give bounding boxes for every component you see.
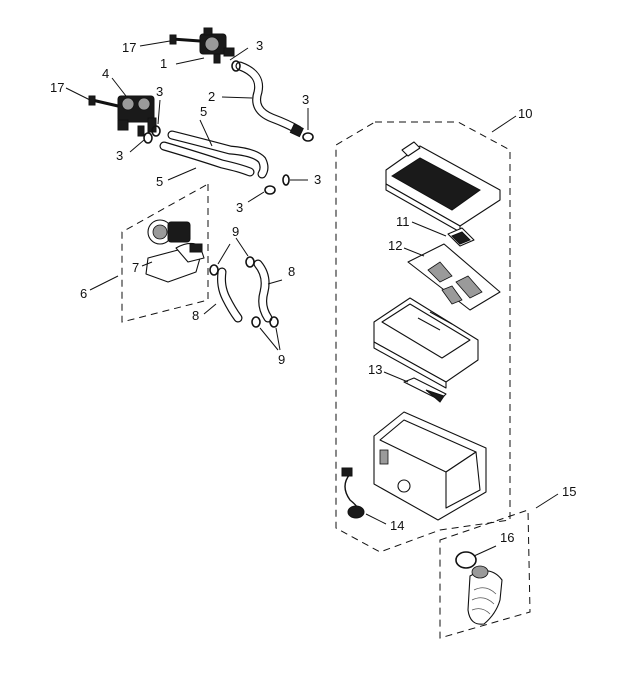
callout-12: 12 xyxy=(388,238,402,253)
siphon-cap-13[interactable] xyxy=(403,377,447,403)
callout-2: 2 xyxy=(208,89,215,104)
callout-9-a: 9 xyxy=(232,224,239,239)
callout-3-a: 3 xyxy=(256,38,263,53)
callout-5-b: 5 xyxy=(156,174,163,189)
callout-3-f: 3 xyxy=(236,200,243,215)
clamp-3f xyxy=(264,185,276,195)
callout-8-a: 8 xyxy=(288,264,295,279)
callout-7: 7 xyxy=(132,260,139,275)
callout-3-d: 3 xyxy=(116,148,123,163)
dispenser-lid-12[interactable] xyxy=(407,243,501,311)
callout-3-c: 3 xyxy=(156,84,163,99)
hose-8-left[interactable] xyxy=(217,267,243,323)
clamp-9b xyxy=(209,264,219,276)
screw-17-lower xyxy=(88,95,119,108)
clamp-9c xyxy=(251,316,261,328)
callout-13: 13 xyxy=(368,362,382,377)
callout-15: 15 xyxy=(562,484,576,499)
callout-1: 1 xyxy=(160,56,167,71)
callout-5-a: 5 xyxy=(200,104,207,119)
callout-3-e: 3 xyxy=(314,172,321,187)
group-outline-10 xyxy=(335,121,511,553)
leader-lines xyxy=(65,40,559,557)
dispenser-housing[interactable] xyxy=(373,411,487,521)
clamp-3b xyxy=(302,132,314,142)
callout-9-b: 9 xyxy=(278,352,285,367)
water-valve-4[interactable] xyxy=(117,95,157,137)
drain-hose-15[interactable] xyxy=(467,565,503,625)
group-outline-15 xyxy=(439,509,531,639)
dispenser-cover-10[interactable] xyxy=(385,141,501,233)
callout-17-upper: 17 xyxy=(122,40,136,55)
clamp-3e xyxy=(282,174,290,186)
hose-8-right[interactable] xyxy=(253,259,273,323)
callout-14: 14 xyxy=(390,518,404,533)
wire-harness-14[interactable] xyxy=(341,467,365,519)
clamp-9d xyxy=(269,316,279,328)
callout-3-b: 3 xyxy=(302,92,309,107)
callout-6: 6 xyxy=(80,286,87,301)
hose-2[interactable] xyxy=(235,61,304,138)
callout-16: 16 xyxy=(500,530,514,545)
callout-4: 4 xyxy=(102,66,109,81)
part-11-insert[interactable] xyxy=(447,227,475,247)
clamp-16 xyxy=(455,551,477,569)
clamp-9a xyxy=(245,256,255,268)
pump-assembly-7[interactable] xyxy=(145,219,205,283)
clamp-3a xyxy=(231,60,241,72)
callout-17-lower: 17 xyxy=(50,80,64,95)
dispenser-drawer[interactable] xyxy=(373,297,479,389)
group-outline-6 xyxy=(121,183,209,323)
callout-10: 10 xyxy=(518,106,532,121)
callout-11: 11 xyxy=(396,214,410,229)
hoses-5[interactable] xyxy=(159,130,269,179)
clamp-3d xyxy=(143,132,153,144)
callout-8-b: 8 xyxy=(192,308,199,323)
screw-17-upper xyxy=(169,34,201,45)
water-valve-1[interactable] xyxy=(199,27,235,64)
clamp-3c xyxy=(151,125,161,137)
